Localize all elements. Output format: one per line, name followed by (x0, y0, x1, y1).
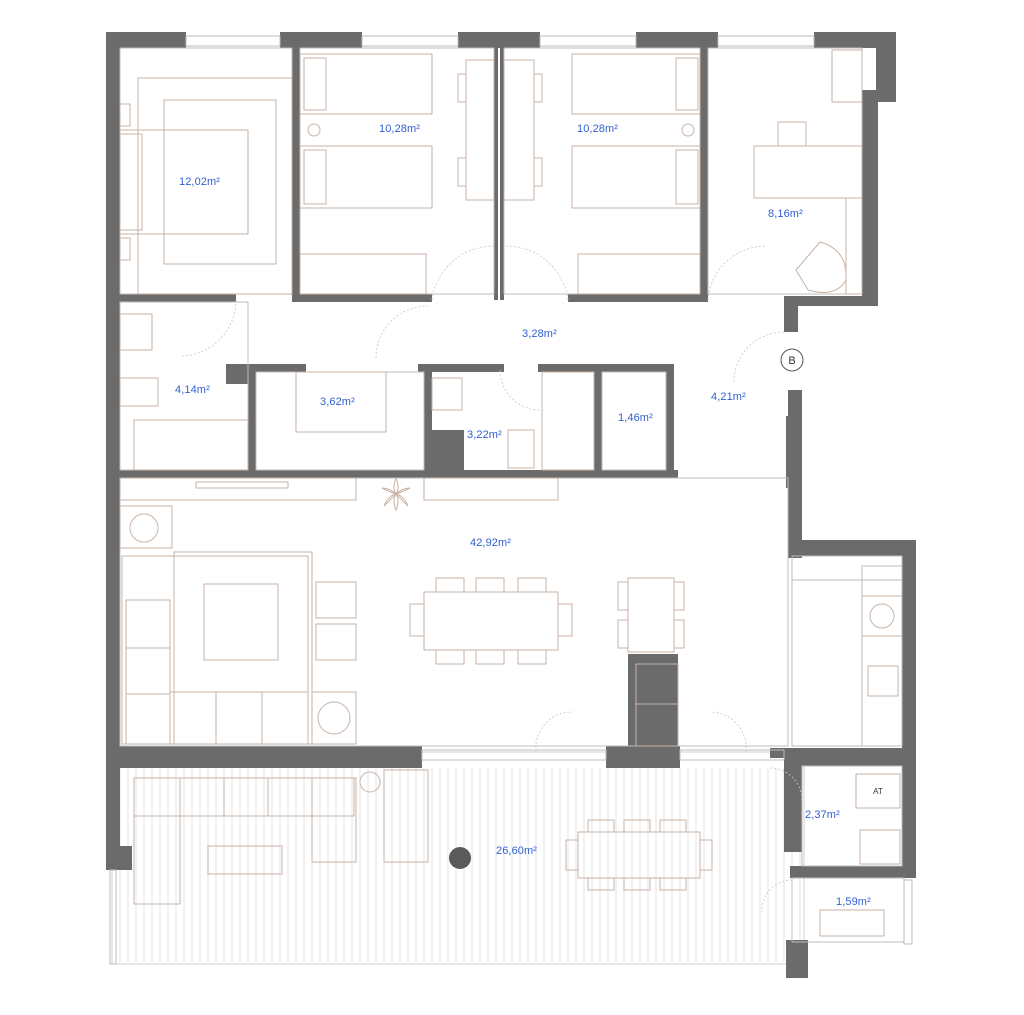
closet-fixtures (295, 371, 387, 433)
area-hallway: 3,28m² (522, 328, 557, 340)
area-storage: 1,46m² (618, 412, 653, 424)
area-study: 8,16m² (768, 208, 803, 220)
appliance-tag: AT (873, 787, 883, 796)
area-bathroom-1: 4,14m² (175, 384, 210, 396)
area-balcony: 1,59m² (836, 896, 871, 908)
study-furniture (753, 49, 863, 295)
terrace-furniture (133, 769, 713, 905)
bathroom-1-fixtures (119, 313, 249, 471)
area-bathroom-2: 3,22m² (467, 429, 502, 441)
entrance-marker-label: B (788, 355, 795, 367)
walls (106, 32, 916, 978)
bedroom-3-furniture (503, 53, 701, 295)
bathroom-2-fixtures (431, 371, 595, 471)
area-entrance: 4,21m² (711, 391, 746, 403)
living-furniture (119, 476, 685, 747)
plant-icon (381, 476, 411, 512)
utility-fixtures (819, 773, 901, 937)
area-bedroom-2: 10,28m² (379, 123, 421, 135)
area-living-dining: 42,92m² (470, 537, 512, 549)
area-master-bedroom: 12,02m² (179, 176, 221, 188)
bedroom-2-furniture (299, 53, 495, 295)
kitchen-fixtures (792, 579, 903, 697)
door-swings (179, 245, 803, 913)
entrance-marker: B (780, 348, 804, 372)
area-bedroom-3: 10,28m² (577, 123, 619, 135)
terrace-pot (449, 847, 471, 869)
area-terrace: 26,60m² (496, 845, 538, 857)
master-bed (119, 77, 293, 295)
area-closet: 3,62m² (320, 396, 355, 408)
area-utility: 2,37m² (805, 809, 840, 821)
